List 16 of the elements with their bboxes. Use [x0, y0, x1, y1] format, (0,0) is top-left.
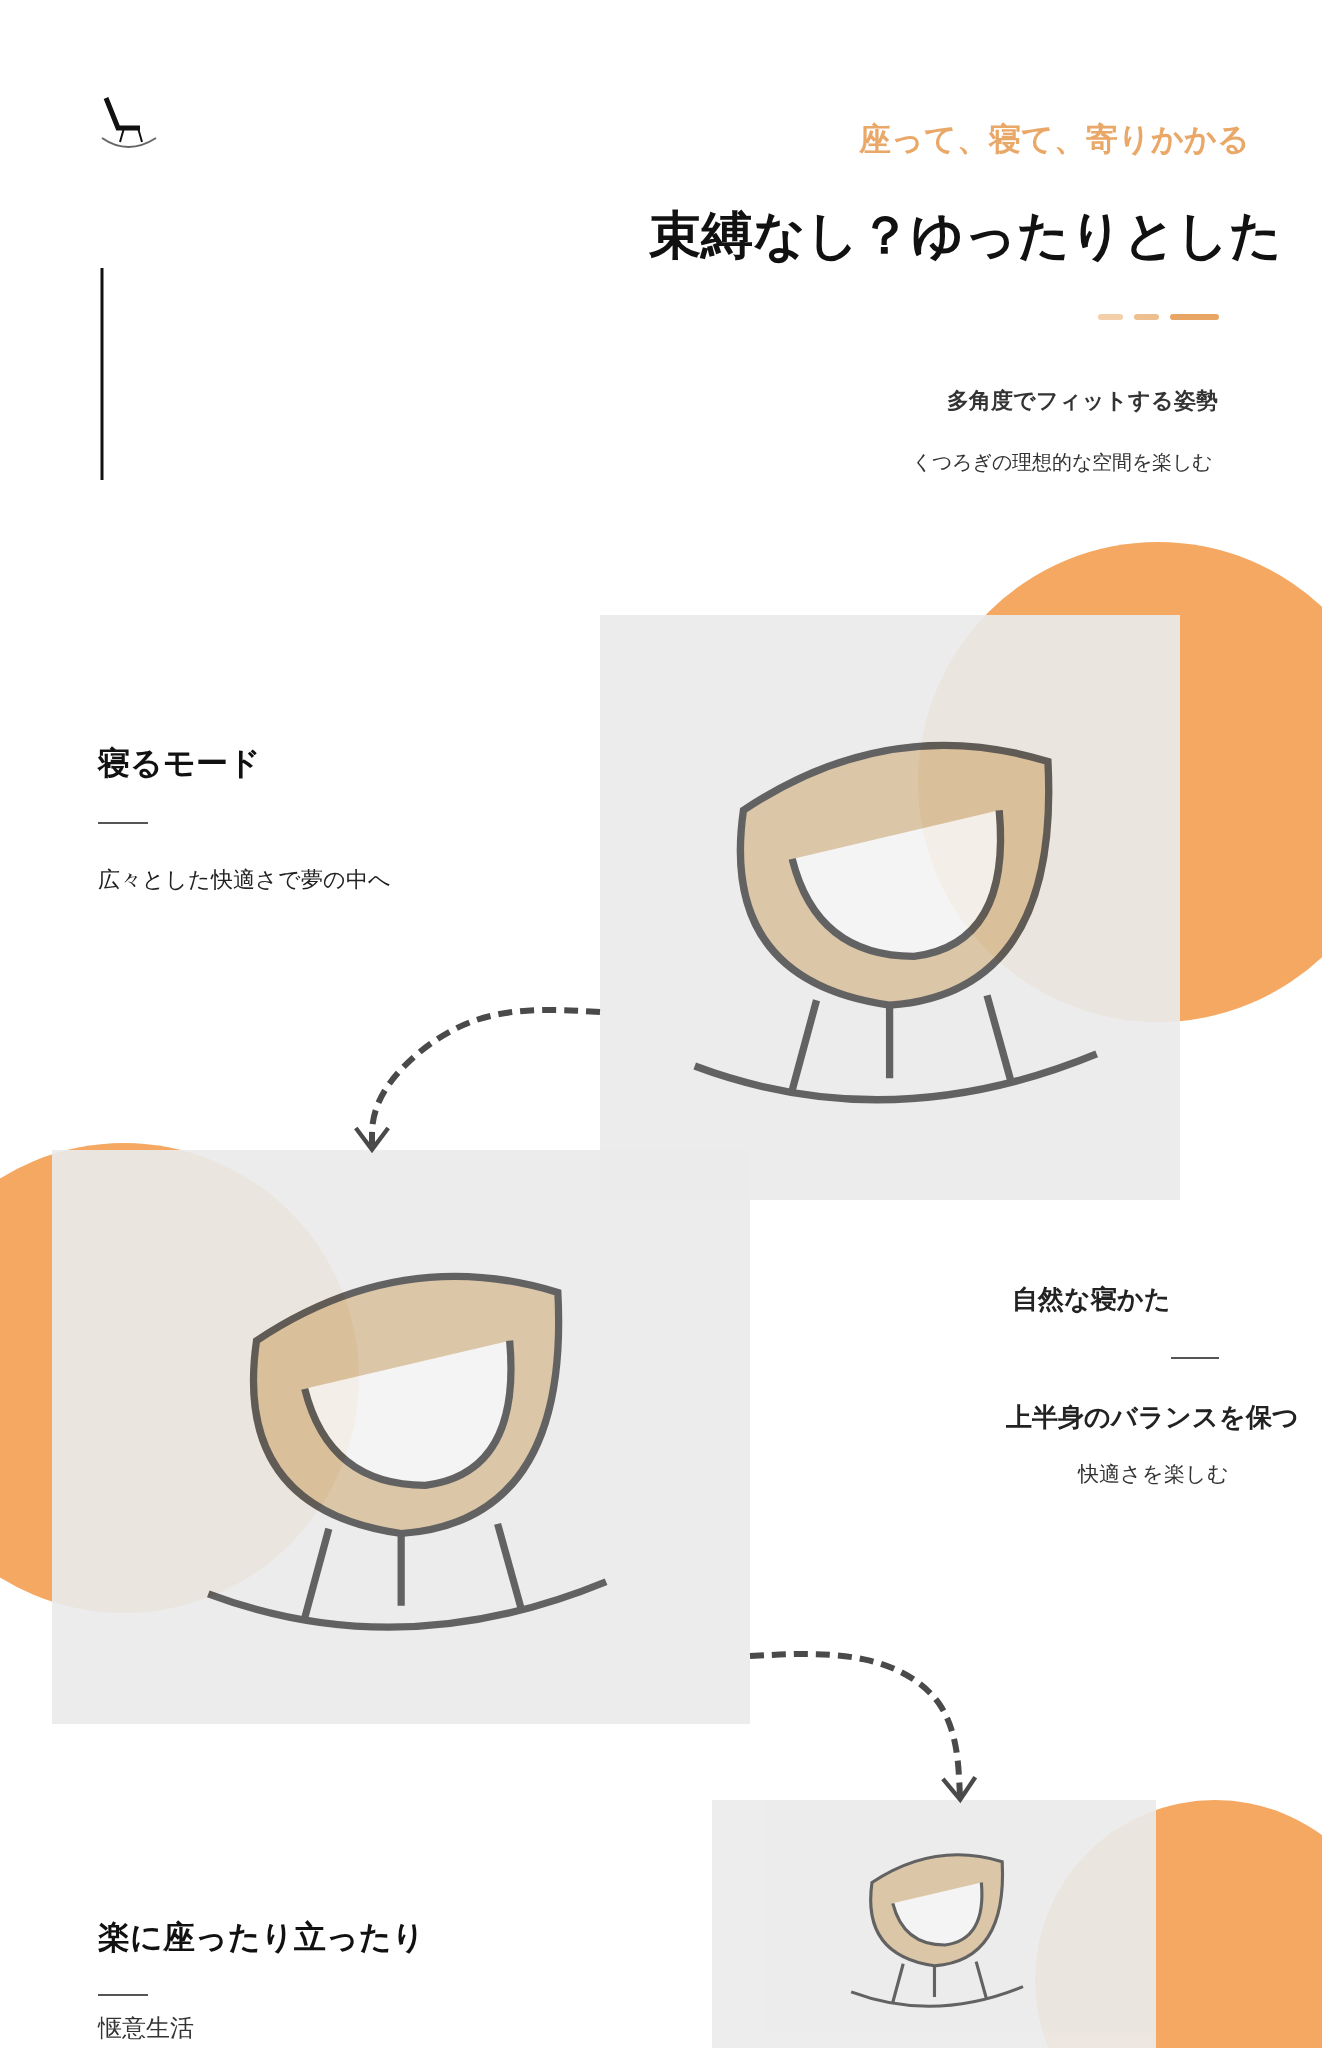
- section-heading: 上半身のバランスを保つ: [1006, 1402, 1299, 1434]
- photo-placeholder: [712, 1800, 1156, 2048]
- feature-heading: 多角度でフィットする姿勢: [947, 388, 1218, 415]
- feature-text: くつろぎの理想的な空間を楽しむ: [912, 450, 1212, 474]
- dashed-arrow: [353, 1006, 601, 1152]
- title: 束縛なし？ゆったりとした: [649, 204, 1282, 267]
- section-heading: 自然な寝かた: [1012, 1284, 1171, 1316]
- section-heading: 寝るモード: [98, 744, 261, 783]
- section-text: 広々とした快適さで夢の中へ: [98, 867, 391, 894]
- dashed-arrow: [749, 1651, 978, 1802]
- photo-placeholder: [52, 1150, 750, 1724]
- subtitle: 座って、寝て、寄りかかる: [859, 120, 1250, 159]
- section-text: 快適さを楽しむ: [1078, 1462, 1229, 1488]
- section-heading: 楽に座ったり立ったり: [98, 1918, 425, 1957]
- section-text: 惬意生活: [98, 2014, 194, 2043]
- photo-placeholder: [600, 615, 1180, 1200]
